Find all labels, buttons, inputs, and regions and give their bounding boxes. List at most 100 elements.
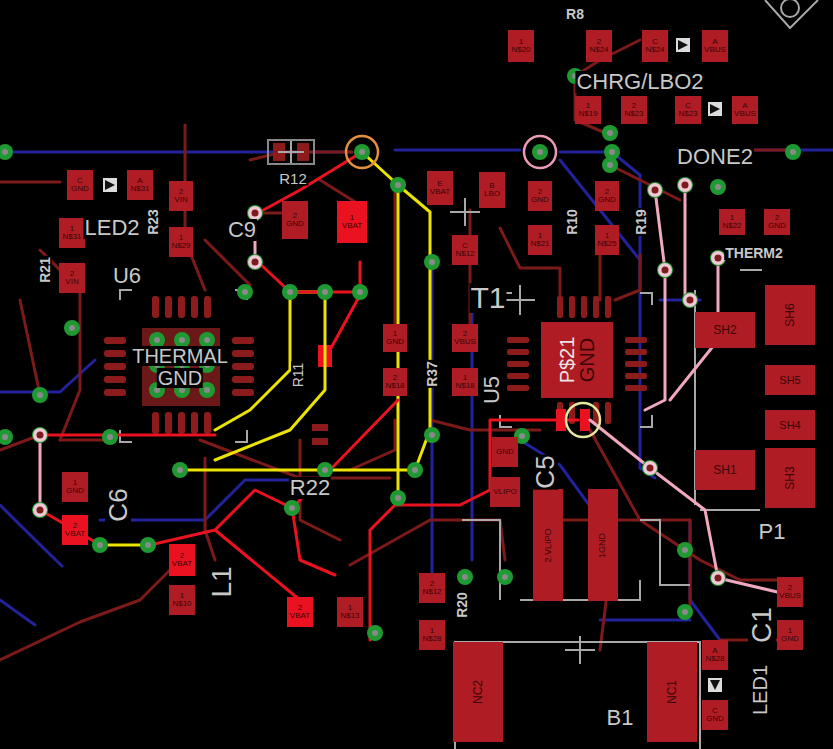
via — [424, 427, 440, 443]
smd-pad: SH5 — [765, 365, 815, 395]
pad-text-group: E VBAT — [430, 180, 450, 196]
via — [317, 462, 333, 478]
pad-label: 1 VBAT — [342, 214, 362, 230]
pad-text-group: 1 GND — [781, 627, 799, 643]
silkscreen-outline — [765, 0, 818, 28]
pad-text-group: VLIPO — [493, 488, 517, 496]
via — [682, 292, 698, 308]
top-trace — [0, 181, 60, 184]
pad-text-group: 1 N$31 — [62, 225, 81, 241]
pad-text-group: SH2 — [713, 324, 736, 336]
ic-pin — [625, 373, 647, 379]
silkscreen-label: THERM2 — [724, 246, 784, 260]
pad-label: C N$24 — [645, 38, 664, 54]
silkscreen-label: U5 — [481, 375, 503, 405]
pad-label: 1 N$10 — [172, 592, 191, 608]
pad-text-group: 2 N$18 — [385, 374, 404, 390]
led-symbol — [103, 38, 722, 692]
pad-label: SH5 — [779, 375, 800, 386]
top-trace — [0, 560, 180, 660]
pad-label: 1 N$29 — [171, 234, 190, 250]
smd-pad: NC2 — [453, 642, 503, 742]
pad-label: NC2 — [472, 680, 484, 704]
selected-trace-red — [40, 510, 100, 545]
ic-pin — [104, 143, 647, 445]
selected-trace-red — [40, 434, 215, 437]
pad-label: C N$23 — [678, 102, 697, 118]
smd-pad: 2 VIN — [169, 181, 193, 211]
top-trace — [394, 185, 397, 330]
via — [354, 144, 370, 160]
pad-text-group: 2 N$24 — [589, 38, 608, 54]
smd-pad: 1GND — [588, 489, 618, 601]
silkscreen-label: R20 — [455, 591, 469, 619]
pad-label: E VBAT — [430, 180, 450, 196]
ic-pin — [593, 296, 599, 318]
selected-trace-yellow — [100, 152, 430, 545]
via — [532, 144, 548, 160]
ic-pin — [625, 385, 647, 391]
pad-label: P$21 — [557, 337, 577, 384]
top-trace — [20, 300, 40, 395]
via — [642, 460, 658, 476]
pad-label: 2 N$12 — [422, 580, 441, 596]
pad-label: GND — [577, 338, 597, 382]
smd-pad: P$21GND — [541, 322, 613, 398]
smd-pad: 2 N$24 — [586, 30, 612, 62]
smd-pad: VLIPO — [490, 477, 520, 507]
smd-pad: B LBO — [479, 172, 505, 208]
pad-text-group: 2 GND — [768, 214, 786, 230]
pad-label: 2 VBUS — [454, 330, 476, 346]
via — [32, 387, 48, 403]
pad-label: C GND — [71, 177, 89, 193]
pad-text-group: 2 VBUS — [779, 584, 801, 600]
silkscreen-outline — [781, 0, 799, 17]
pad-text-group: C N$23 — [678, 102, 697, 118]
pad-text-group: SH5 — [779, 375, 800, 386]
silkscreen-label: B1 — [606, 707, 635, 729]
ic-pin — [165, 296, 172, 318]
via — [284, 500, 300, 516]
smd-pad: 1 N$10 — [169, 585, 195, 615]
via — [647, 182, 663, 198]
silkscreen-outline — [500, 293, 652, 427]
silkscreen-outline — [450, 198, 480, 226]
selected-trace-yellow — [180, 469, 415, 472]
pad-label: 2 VBAT — [290, 604, 310, 620]
ic-pin — [232, 337, 254, 344]
pad-label: 1GND — [598, 532, 607, 557]
via — [677, 177, 693, 193]
via — [0, 68, 801, 641]
smd-pad: SH6 — [765, 285, 815, 345]
ic-pin — [104, 337, 126, 344]
pad-text-group: 1 N$25 — [597, 232, 616, 248]
ic-pin — [191, 412, 198, 434]
ic-pin — [625, 349, 647, 355]
pad-label: A N$31 — [130, 177, 149, 193]
silkscreen-label: R12 — [278, 171, 308, 186]
ic-pin — [152, 412, 159, 434]
smd-pad: C N$12 — [452, 235, 478, 265]
pad-text-group: A N$31 — [130, 177, 149, 193]
ic-pin — [312, 424, 328, 431]
pad-label: 1 GND — [66, 479, 84, 495]
via — [785, 144, 801, 160]
smd-pad: 1 GND — [383, 324, 407, 352]
smd-pad: 2 GND — [282, 201, 308, 239]
pad-label: SH1 — [713, 464, 736, 476]
smd-pad: 2 GND — [528, 181, 552, 211]
silkscreen-label: R8 — [565, 7, 585, 21]
top-trace — [610, 165, 680, 200]
pad-label: 1 N$31 — [62, 225, 81, 241]
via — [710, 179, 726, 195]
via — [352, 284, 368, 300]
pad-label: 1 N$28 — [422, 627, 441, 643]
silkscreen-outline — [268, 140, 314, 164]
pad-label: SH4 — [779, 420, 800, 431]
smd-pad: C N$23 — [675, 96, 701, 124]
silkscreen-outline — [120, 290, 247, 442]
silkscreen-label: C1 — [748, 606, 776, 644]
selected-trace-pink — [684, 185, 687, 300]
